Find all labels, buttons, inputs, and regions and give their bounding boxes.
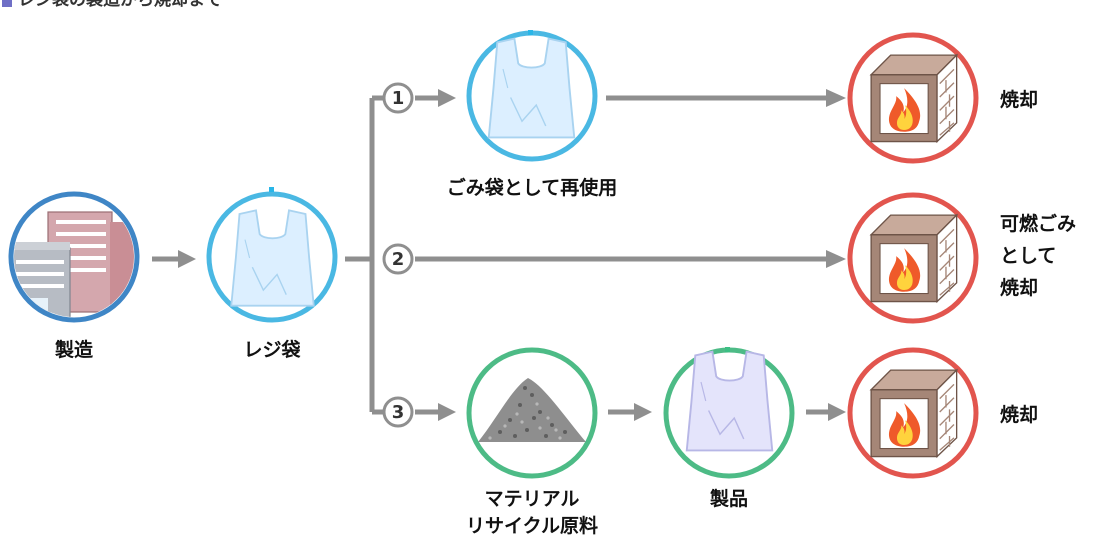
reuse-bag-node (466, 30, 598, 162)
incinerator-node-1 (847, 32, 979, 164)
shopping-bag-node (206, 187, 338, 323)
recycle-material-label-line-2: リサイクル原料 (466, 514, 598, 537)
reuse-bag-label: ごみ袋として再使用 (447, 176, 617, 199)
flow-arrows (152, 89, 846, 421)
pellet-pile-icon (478, 378, 586, 442)
incinerate-2-label-line-1: 可燃ごみ (1000, 212, 1076, 235)
title-marker (2, 0, 12, 7)
incinerator-fire-icon (870, 54, 958, 143)
svg-text:2: 2 (392, 249, 405, 270)
recycle-material-node (466, 347, 598, 479)
manufacture-label: 製造 (54, 338, 94, 361)
incinerator-node-3 (847, 347, 979, 479)
route-1-badge: 1 (382, 82, 414, 114)
route-3-badge: 3 (382, 396, 414, 428)
incinerate-3-label: 焼却 (1000, 403, 1038, 426)
recycle-material-label-line-1: マテリアル (485, 488, 580, 510)
product-node (663, 347, 795, 479)
incinerator-node-2 (847, 192, 979, 324)
incinerator-fire-icon (870, 214, 958, 303)
svg-text:3: 3 (392, 402, 405, 423)
incinerate-2-label-line-2: として (1000, 245, 1056, 267)
manufacture-node (8, 191, 140, 323)
product-label: 製品 (709, 488, 748, 510)
page-title: レジ袋の製造から焼却まで (18, 0, 222, 10)
incinerator-fire-icon (870, 369, 958, 458)
factory-buildings-icon (14, 211, 134, 317)
shopping-bag-label: レジ袋 (243, 338, 301, 361)
incinerate-2-label-line-3: 焼却 (1000, 276, 1038, 299)
route-2-badge: 2 (382, 243, 414, 275)
incinerate-1-label: 焼却 (1000, 88, 1038, 111)
svg-text:1: 1 (392, 88, 405, 109)
